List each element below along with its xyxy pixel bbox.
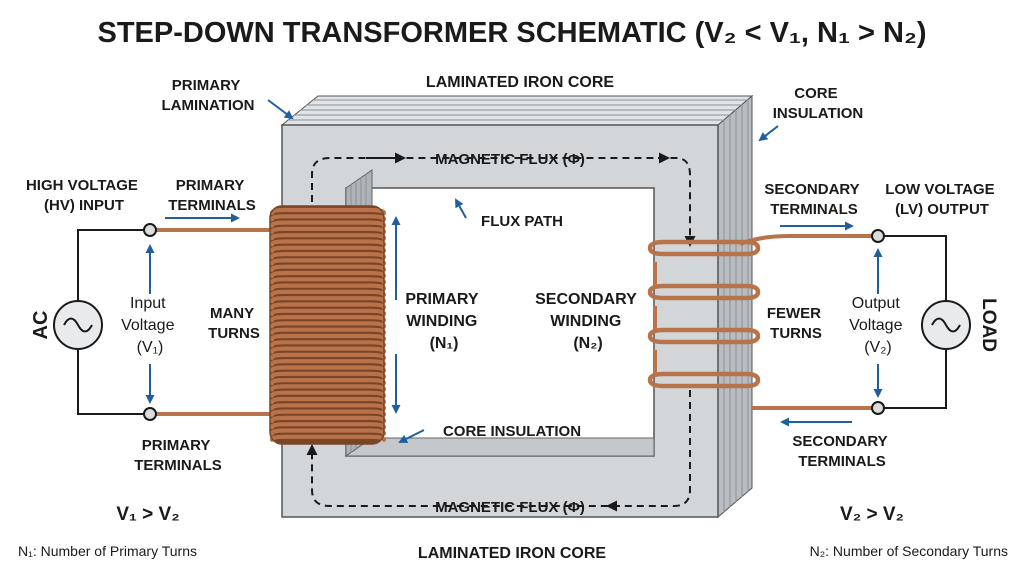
- input-voltage-label: Input Voltage (V₁): [121, 295, 179, 356]
- core-label-top: LAMINATED IRON CORE: [426, 74, 614, 91]
- primary-terminal-top: [143, 223, 157, 237]
- secondary-terminal-top: [871, 229, 885, 243]
- primary-circuit: [77, 229, 150, 415]
- ac-source-label: AC: [30, 311, 52, 340]
- primary-terminals-top-label: PRIMARY TERMINALS: [168, 177, 256, 214]
- primary-winding-label: PRIMARY WINDING (N₁): [405, 291, 482, 352]
- secondary-relation: V₂ > V₂: [840, 504, 904, 525]
- diagram-title: STEP-DOWN TRANSFORMER SCHEMATIC (V₂ < V₁…: [97, 17, 926, 49]
- primary-terminal-bottom: [143, 407, 157, 421]
- secondary-winding-label: SECONDARY WINDING (N₂): [535, 291, 641, 352]
- load-source: [921, 300, 971, 350]
- primary-lamination-arrow: [267, 99, 294, 120]
- secondary-turns-legend: N₂: Number of Secondary Turns: [810, 543, 1008, 559]
- secondary-lead-top: [739, 234, 878, 246]
- ac-source: [53, 300, 103, 350]
- output-voltage-label: Output Voltage (V₂): [849, 295, 907, 356]
- many-turns-label: MANY TURNS: [208, 305, 260, 342]
- secondary-terminal-bottom: [871, 401, 885, 415]
- flux-path-arrow: [455, 198, 467, 219]
- magnetic-flux-loop: [311, 157, 696, 247]
- hv-input-label: HIGH VOLTAGE (HV) INPUT: [26, 177, 142, 214]
- primary-terminals-bottom-label: PRIMARY TERMINALS: [134, 437, 222, 474]
- secondary-terminals-top-label: SECONDARY TERMINALS: [764, 181, 863, 218]
- core-insulation-inner-label: CORE INSULATION: [443, 423, 581, 440]
- secondary-terminals-bottom-label: SECONDARY TERMINALS: [792, 433, 891, 470]
- fewer-turns-label: FEWER TURNS: [767, 305, 825, 342]
- primary-turns-legend: N₁: Number of Primary Turns: [18, 543, 197, 559]
- core-insulation-inner-arrow: [398, 429, 425, 443]
- primary-lamination-label: PRIMARY LAMINATION: [161, 77, 254, 114]
- flux-label-bottom: MAGNETIC FLUX (Φ): [435, 499, 585, 516]
- core-insulation-arrow: [758, 125, 779, 142]
- load-label: LOAD: [978, 298, 999, 352]
- primary-relation: V₁ > V₂: [116, 504, 179, 525]
- flux-path-label: FLUX PATH: [481, 213, 563, 230]
- lv-output-label: LOW VOLTAGE (LV) OUTPUT: [885, 181, 999, 218]
- secondary-circuit: [878, 235, 947, 409]
- flux-label-top: MAGNETIC FLUX (Φ): [435, 151, 585, 168]
- core-label-bottom: LAMINATED IRON CORE: [418, 545, 606, 562]
- primary-winding-coil: [269, 205, 387, 445]
- secondary-winding-coil: [647, 239, 761, 389]
- core-insulation-label: CORE INSULATION: [773, 85, 864, 122]
